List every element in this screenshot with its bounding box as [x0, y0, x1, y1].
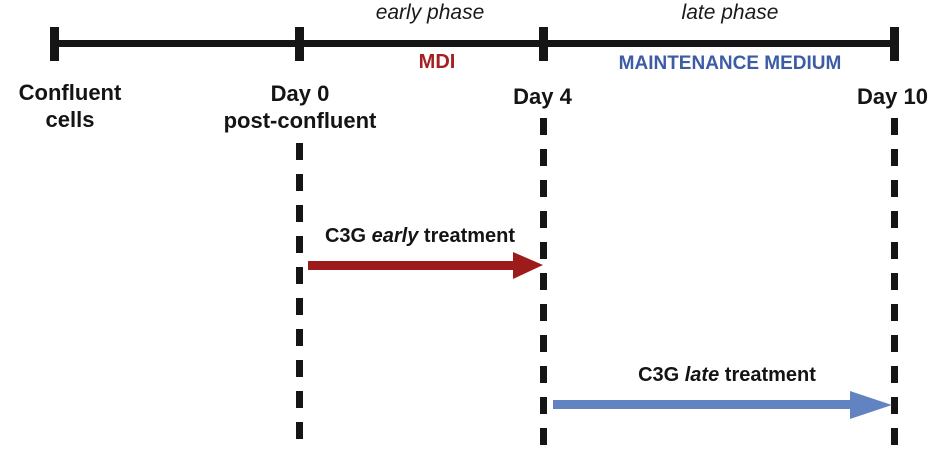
- c3g-late-treatment-arrow: [553, 391, 892, 419]
- dashed-line-day-4: [540, 118, 547, 445]
- timeline-bar: [54, 40, 899, 47]
- tick-confluent-cells: [50, 27, 59, 61]
- tick-day-0: [295, 27, 304, 61]
- c3g-early-treatment-arrow: [308, 252, 543, 279]
- milestone-day-4: Day 4: [513, 84, 572, 109]
- milestone-day-10: Day 10: [857, 84, 928, 109]
- late-arrow-head-icon: [850, 391, 892, 419]
- tick-day-10: [890, 27, 899, 61]
- mdi-medium-label: MDI: [418, 51, 456, 73]
- dashed-line-day-0: [296, 143, 303, 445]
- c3g-late-treatment-label: C3G late treatment: [622, 364, 832, 387]
- c3g-early-treatment-label: C3G early treatment: [315, 225, 525, 248]
- c3g-early-suffix: treatment: [423, 225, 516, 247]
- tick-day-4: [539, 27, 548, 61]
- c3g-early-prefix: C3G: [324, 225, 367, 247]
- c3g-late-suffix: treatment: [724, 364, 816, 386]
- early-arrow-head-icon: [513, 252, 543, 279]
- c3g-early-emphasis: early: [371, 225, 419, 247]
- milestone-day-0: Day 0 post-confluent: [205, 80, 395, 134]
- c3g-late-prefix: C3G: [638, 364, 680, 386]
- milestone-confluent-line2: cells: [45, 107, 95, 132]
- early-phase-label: early phase: [375, 1, 485, 24]
- milestone-day0-line1: Day 0: [270, 81, 330, 106]
- milestone-confluent-cells: Confluent cells: [0, 79, 140, 133]
- milestone-confluent-line1: Confluent: [18, 80, 122, 105]
- late-arrow-shaft: [553, 400, 851, 409]
- late-phase-label: late phase: [681, 1, 779, 24]
- maintenance-medium-label: MAINTENANCE MEDIUM: [618, 53, 842, 74]
- early-arrow-shaft: [308, 261, 514, 270]
- dashed-line-day-10: [891, 118, 898, 445]
- milestone-day0-line2: post-confluent: [223, 108, 377, 133]
- c3g-late-emphasis: late: [684, 364, 720, 386]
